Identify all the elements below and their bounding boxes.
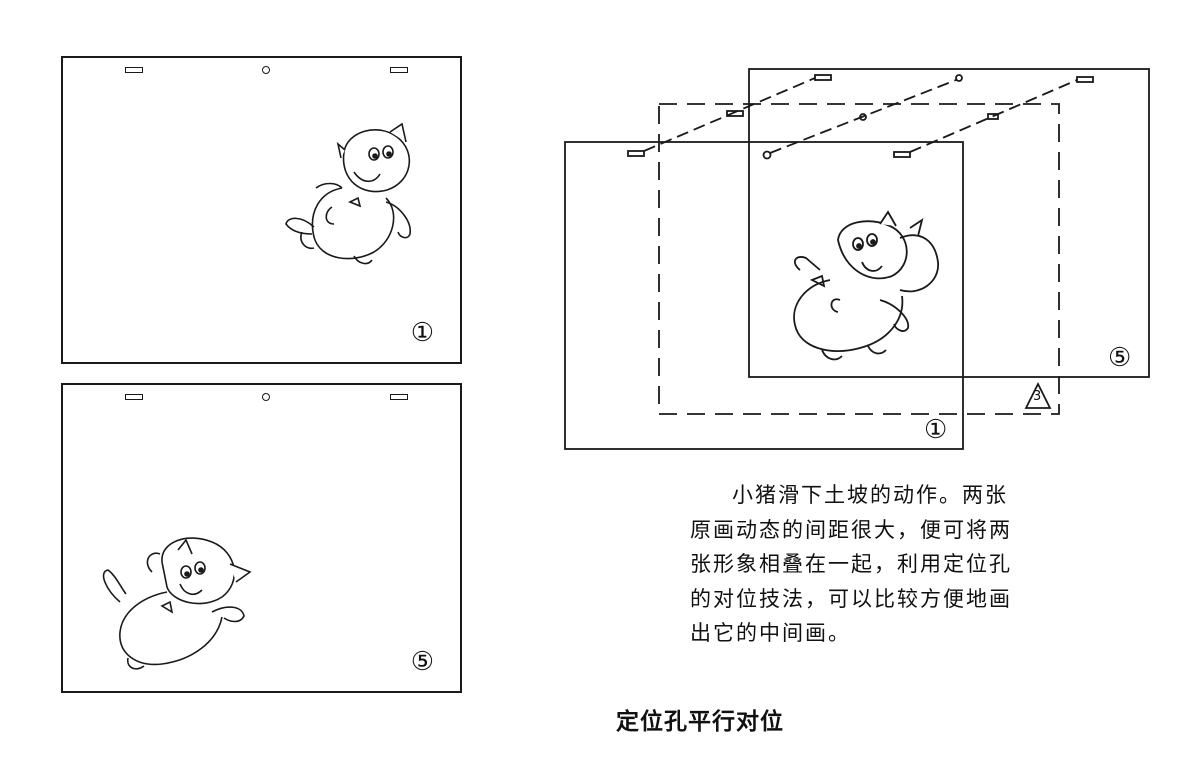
overlay-piglets (793, 210, 939, 361)
back-peg-hole (955, 74, 963, 82)
alignment-line-right (909, 79, 1078, 153)
peg-slot-right (390, 394, 408, 400)
caption-text: 小猪滑下土坡的动作。两张 原画动态的间距很大，便可将两 张形象相叠在一起，利用定… (690, 478, 1040, 651)
caption-line-2: 原画动态的间距很大，便可将两 (690, 517, 1012, 542)
caption-line-1: 小猪滑下土坡的动作。两张 (732, 483, 1008, 507)
front-peg-slot-right (893, 151, 911, 158)
peg-slot-left (125, 67, 143, 73)
overlay-back-number: ⑤ (1108, 343, 1132, 373)
peg-hole-center (262, 66, 270, 74)
middle-peg-slot-left (726, 110, 744, 117)
alignment-line-center (769, 79, 957, 154)
overlay-front-number: ① (924, 415, 948, 445)
keyframe-5-panel: ⑤ (61, 383, 462, 693)
peg-slot-left (125, 394, 143, 400)
back-peg-slot-right (1076, 76, 1094, 83)
piglet-drawing-1 (285, 122, 411, 265)
figure-title: 定位孔平行对位 (616, 709, 784, 735)
frame-number-5: ⑤ (410, 647, 434, 677)
frame-number-1: ① (410, 318, 434, 348)
overlay-middle-number: 3 (1033, 389, 1042, 404)
caption-line-3: 张形象相叠在一起，利用定位孔 (690, 552, 1012, 576)
back-peg-slot-left (814, 74, 832, 81)
piglet-drawing-5 (102, 537, 252, 670)
caption-line-5: 出它的中间画。 (690, 621, 851, 645)
middle-peg-slot-right (987, 113, 999, 120)
alignment-line-left (643, 77, 816, 152)
keyframe-1-panel: ① (61, 56, 462, 364)
overlay-front-frame (564, 141, 964, 450)
front-peg-hole (762, 150, 772, 160)
triangle-marker (1024, 381, 1052, 409)
peg-hole-center (262, 393, 270, 401)
overlay-back-frame (748, 68, 1150, 378)
front-peg-slot-left (627, 150, 645, 157)
caption-line-4: 的对位技法，可以比较方便地画 (690, 586, 1012, 611)
overlay-middle-frame-dashed (658, 103, 1060, 415)
peg-slot-right (390, 67, 408, 73)
